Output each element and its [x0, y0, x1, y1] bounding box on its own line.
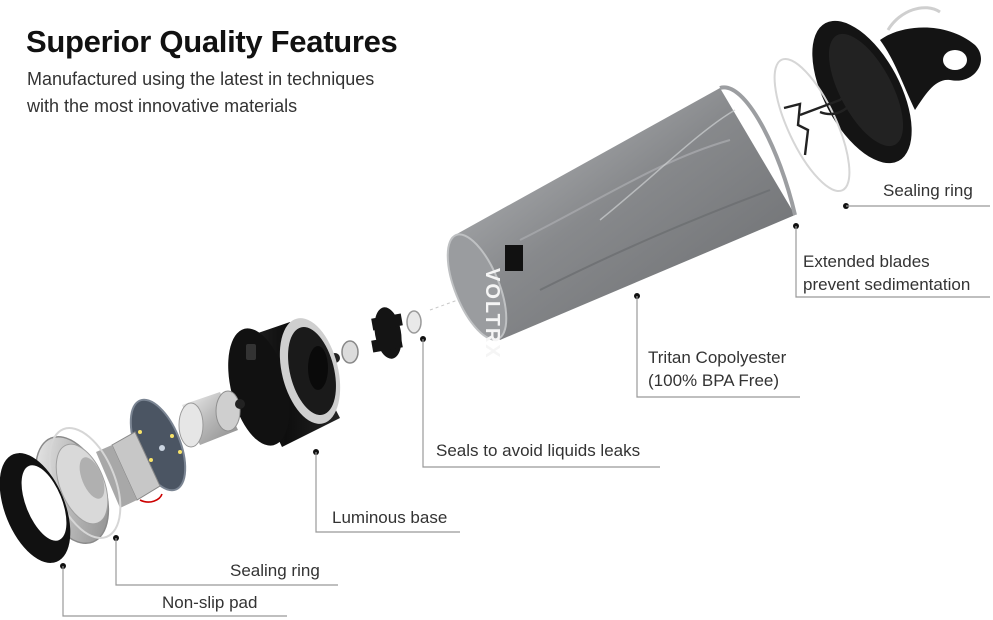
callout-tritan: Tritan Copolyester (100% BPA Free) [648, 346, 786, 392]
brand-mark: VOLTRX [481, 268, 503, 360]
extended-blade [783, 81, 861, 156]
leader-extended-blades [795, 226, 990, 298]
blade-coupler [371, 307, 403, 359]
page-subtitle: Manufactured using the latest in techniq… [27, 66, 374, 120]
callout-extended-blades-line-1: Extended blades [803, 252, 930, 271]
shaft-seal [330, 310, 422, 364]
leader-bottom-sealing-ring [115, 538, 338, 586]
leader-luminous-base [315, 452, 460, 533]
leader-seals [422, 339, 660, 468]
tritan-cup: VOLTRX [446, 85, 797, 360]
callout-luminous-base: Luminous base [332, 508, 448, 527]
callout-top-sealing-ring: Sealing ring [883, 181, 973, 200]
non-slip-pad [0, 453, 71, 563]
battery-pack [96, 431, 163, 508]
page-title: Superior Quality Features [26, 24, 398, 59]
motor [178, 390, 245, 448]
callout-extended-blades: Extended blades prevent sedimentation [803, 250, 970, 296]
leader-lines [60, 203, 990, 617]
luminous-base [228, 318, 341, 447]
leader-tritan [636, 296, 800, 398]
callout-tritan-line-2: (100% BPA Free) [648, 371, 780, 390]
subtitle-line-2: with the most innovative materials [27, 96, 298, 116]
callout-extended-blades-line-2: prevent sedimentation [803, 275, 971, 294]
callout-tritan-line-1: Tritan Copolyester [648, 348, 787, 367]
callout-non-slip-pad: Non-slip pad [162, 593, 258, 612]
subtitle-line-1: Manufactured using the latest in techniq… [27, 69, 375, 89]
callout-seals: Seals to avoid liquids leaks [436, 441, 641, 460]
callout-bottom-sealing-ring: Sealing ring [230, 561, 320, 580]
leader-non-slip-pad [62, 566, 287, 617]
lid [812, 6, 981, 164]
